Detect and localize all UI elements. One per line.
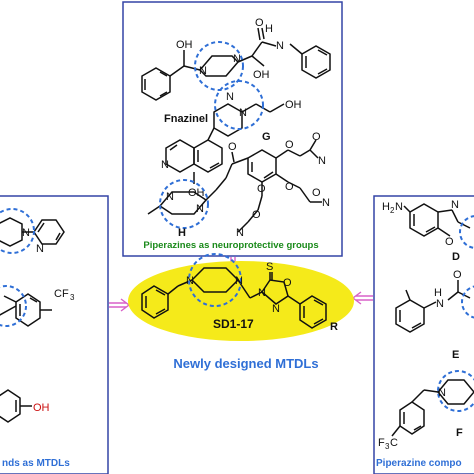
- atom-label-n-9: N: [318, 155, 326, 167]
- compound-label-g: G: [262, 131, 271, 143]
- fnazinel-structure: [141, 27, 331, 101]
- atom-label-h2n-sub: 2: [390, 206, 395, 215]
- atom-label-o-3: O: [285, 139, 294, 151]
- piperazine-highlight-3: [159, 179, 209, 229]
- atom-label-cf3-left: CF: [54, 288, 69, 300]
- atom-label-n-3: N: [276, 40, 284, 52]
- compound-h-structure: [147, 139, 322, 233]
- atom-label-cf3-sub: 3: [70, 293, 75, 302]
- compound-label-d: D: [452, 251, 460, 263]
- left-phenol: [0, 389, 32, 423]
- left-cf3-aryl: [0, 293, 52, 327]
- compound-d-structure: [403, 203, 471, 237]
- atom-label-n-11: N: [236, 227, 244, 239]
- atom-label-f3c-sub: 3: [385, 442, 390, 451]
- atom-label-oh-1: OH: [176, 39, 193, 51]
- atom-label-oh-3: OH: [285, 99, 302, 111]
- compound-label-f: F: [456, 427, 463, 439]
- atom-label-n-left-2: N: [36, 243, 44, 255]
- center-subtitle: Newly designed MTDLs: [173, 356, 318, 371]
- piperazine-highlight-center: [188, 253, 242, 307]
- atom-label-n-8: N: [196, 203, 204, 215]
- atom-label-o-d: O: [445, 236, 454, 248]
- atom-label-h-1: H: [265, 23, 273, 35]
- atom-label-h2n-n: N: [395, 201, 403, 213]
- atom-label-n-c4: N: [272, 303, 280, 315]
- compound-label-fnazinel: Fnazinel: [164, 113, 208, 125]
- piperazine-highlight-left: [0, 208, 35, 254]
- atom-label-o-6: O: [257, 183, 266, 195]
- atom-label-n-4: N: [226, 91, 234, 103]
- left-panel-frame: [0, 195, 109, 474]
- top-panel-caption: Piperazines as neuroprotective groups: [143, 240, 318, 251]
- atom-label-n-1: N: [199, 65, 207, 77]
- atom-label-n-c3: N: [258, 287, 266, 299]
- connector-arrow-left: [109, 298, 131, 312]
- atom-label-o-5: O: [285, 181, 294, 193]
- atom-label-n-6: N: [161, 159, 169, 171]
- compound-e-structure: [395, 280, 471, 333]
- sd1-17-label: SD1-17: [213, 317, 254, 331]
- atom-label-o-e: O: [453, 269, 462, 281]
- atom-label-n-f: N: [438, 387, 446, 399]
- atom-label-oh-2: OH: [253, 69, 270, 81]
- piperazine-highlight-left-2: [0, 285, 27, 327]
- atom-label-n-2: N: [233, 53, 241, 65]
- top-panel-frame: [122, 1, 343, 257]
- center-highlight-ellipse: [128, 261, 354, 341]
- atom-label-n-e: N: [436, 298, 444, 310]
- atom-label-f3c-c: C: [390, 437, 398, 449]
- piperazine-highlight-1: [194, 41, 244, 91]
- compound-f-structure: [391, 379, 474, 437]
- atom-label-o-2: O: [228, 141, 237, 153]
- piperazine-highlight-d: [459, 215, 474, 249]
- compound-g-structure: [165, 103, 285, 184]
- atom-label-n-10: N: [322, 197, 330, 209]
- atom-label-n-5: N: [239, 107, 247, 119]
- atom-label-n-left-1: N: [22, 227, 30, 239]
- atom-label-o-8: O: [252, 209, 261, 221]
- atom-label-oh-left: OH: [33, 402, 50, 414]
- atom-label-o-center: O: [283, 277, 292, 289]
- atom-label-o-1: O: [255, 17, 264, 29]
- atom-label-h2n: H: [382, 201, 390, 213]
- atom-label-s-center: S: [266, 261, 273, 273]
- compound-label-h: H: [178, 227, 186, 239]
- atom-label-n-d: N: [451, 199, 459, 211]
- right-panel-frame: [373, 195, 474, 474]
- sd1-17-structure: [141, 267, 327, 329]
- atom-label-n-c2: N: [235, 275, 243, 287]
- atom-label-n-7: N: [166, 191, 174, 203]
- atom-label-h-e: H: [434, 287, 442, 299]
- atom-label-n-c1: N: [186, 275, 194, 287]
- atom-label-r: R: [330, 321, 338, 333]
- left-panel-caption: nds as MTDLs: [2, 458, 70, 469]
- compound-label-e: E: [452, 349, 459, 361]
- connector-arrow-right: [351, 291, 373, 305]
- right-panel-caption: Piperazine compo: [376, 458, 462, 469]
- atom-label-o-7: O: [312, 187, 321, 199]
- piperazine-highlight-f: [437, 370, 474, 412]
- left-pyridyl-piperazine: [0, 217, 65, 247]
- piperazine-highlight-e: [461, 285, 474, 319]
- atom-label-f3c: F: [378, 437, 385, 449]
- atom-label-o-4: O: [312, 131, 321, 143]
- piperazine-highlight-2: [214, 80, 264, 130]
